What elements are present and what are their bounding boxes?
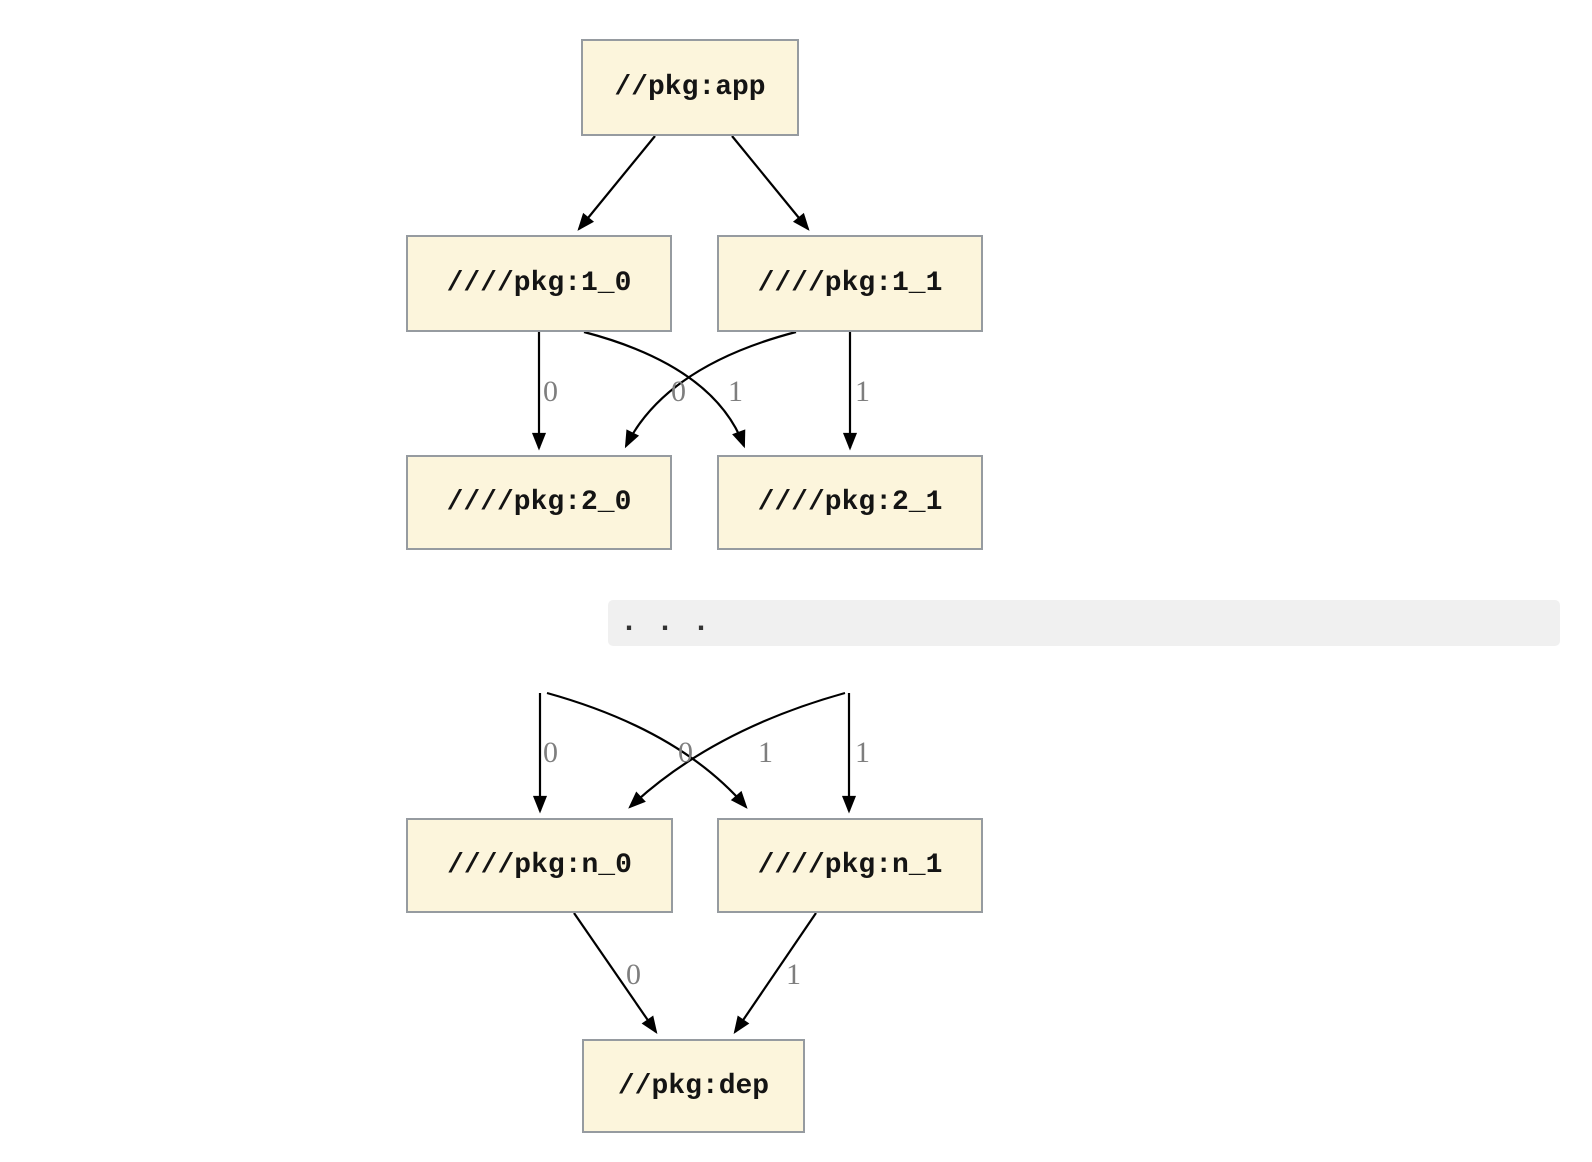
- edge-cut-to-n_1-diagonal: [546, 691, 748, 809]
- edge-label-1_1-to-2_0: 0: [671, 375, 686, 408]
- ellipsis-bar: . . .: [608, 600, 1560, 646]
- edge-1_1-to-2_0: [624, 330, 797, 449]
- graph-node-n_0: ////pkg:n_0: [406, 818, 673, 913]
- graph-node-n_0-label: ////pkg:n_0: [447, 850, 632, 881]
- edge-label-cut-to-n_1-vertical: 1: [855, 736, 870, 769]
- edge-app-to-1_1: [731, 135, 810, 231]
- edge-n_1-to-dep: [733, 912, 817, 1035]
- edge-label-1_1-to-2_1: 1: [855, 375, 870, 408]
- graph-node-2_0: ////pkg:2_0: [406, 455, 672, 550]
- edge-1_0-to-2_1: [583, 330, 746, 449]
- graph-node-n_1-label: ////pkg:n_1: [757, 850, 943, 881]
- graph-node-2_0-label: ////pkg:2_0: [446, 487, 632, 518]
- graph-node-n_1: ////pkg:n_1: [717, 818, 983, 913]
- edge-label-cut-to-n_0-diagonal: 0: [678, 736, 693, 769]
- graph-node-app-label: //pkg:app: [614, 72, 766, 103]
- graph-node-app: //pkg:app: [581, 39, 799, 136]
- edge-cut-to-n_0-diagonal: [628, 691, 846, 809]
- graph-node-1_1-label: ////pkg:1_1: [757, 268, 943, 299]
- edge-label-cut-to-n_0-vertical: 0: [543, 736, 558, 769]
- ellipsis-text: . . .: [620, 606, 711, 640]
- edge-label-1_0-to-2_0: 0: [543, 375, 558, 408]
- edge-label-cut-to-n_1-diagonal: 1: [758, 736, 773, 769]
- edge-app-to-1_0: [577, 135, 656, 231]
- edge-label-1_0-to-2_1: 1: [728, 375, 743, 408]
- edge-label-n_1-to-dep: 1: [786, 958, 801, 991]
- graph-node-2_1-label: ////pkg:2_1: [757, 487, 943, 518]
- edge-n_0-to-dep: [573, 912, 658, 1035]
- graph-node-dep: //pkg:dep: [582, 1039, 805, 1133]
- graph-node-1_1: ////pkg:1_1: [717, 235, 983, 332]
- graph-node-2_1: ////pkg:2_1: [717, 455, 983, 550]
- graph-node-1_0: ////pkg:1_0: [406, 235, 672, 332]
- graph-node-dep-label: //pkg:dep: [617, 1070, 770, 1102]
- graph-node-1_0-label: ////pkg:1_0: [446, 268, 632, 299]
- edge-label-n_0-to-dep: 0: [626, 958, 641, 991]
